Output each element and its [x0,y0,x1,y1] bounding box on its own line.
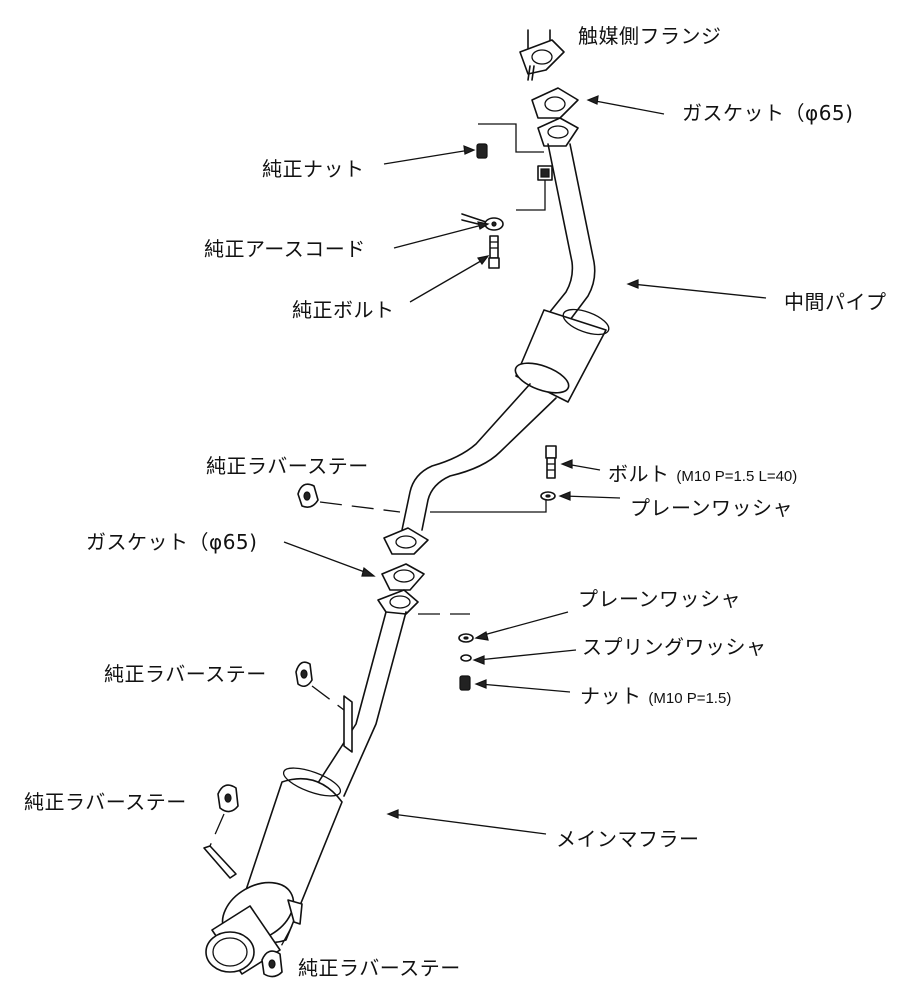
leader-lines [283,95,767,835]
rubber-stay-2 [295,661,345,711]
rear-flange [377,589,470,615]
oem-bracket [478,123,553,211]
gasket-mid-label: ガスケット（φ65) [86,530,258,554]
nut-spec: (M10 P=1.5) [648,690,732,707]
oem-bolt-part [488,235,500,269]
mid-flange [383,527,429,555]
plain-washer-2-label: プレーンワッシャ [578,587,741,611]
oem-nut-part [476,143,488,159]
catalyst-flange [519,29,565,81]
rubber-stay-3-label: 純正ラバーステー [24,790,187,814]
catalyst-flange-label: 触媒側フランジ [578,24,722,48]
gasket-top-label: ガスケット（φ65) [682,101,854,125]
oem-ground-cord-label: 純正アースコード [204,237,366,261]
oem-bolt-label: 純正ボルト [292,298,395,322]
nut-label: ナット (M10 P=1.5) [580,684,731,711]
nut-label-name: ナット [580,684,642,708]
rear-pipe [315,611,407,797]
gasket-mid [381,563,425,591]
rubber-stay-4-label: 純正ラバーステー [298,956,461,980]
spring-washer-part [460,654,472,662]
bolt-part [545,445,557,479]
bolt-label-name: ボルト [608,462,670,486]
bolt-spec: (M10 P=1.5 L=40) [676,468,798,485]
rubber-stay-1 [297,483,401,513]
main-muffler-label: メインマフラー [556,827,700,851]
plain-washer-1-label: プレーンワッシャ [630,496,793,520]
nut-part [459,675,471,691]
spring-washer-label: スプリングワッシャ [582,635,767,659]
plain-washer-1-part [430,491,556,513]
rubber-stay-2-label: 純正ラバーステー [104,662,267,686]
oem-nut-label: 純正ナット [262,157,365,181]
center-pipe-label: 中間パイプ [784,290,887,314]
plain-washer-2-part [458,633,474,643]
rubber-stay-4 [261,899,303,978]
gasket-top [531,87,579,119]
bolt-label: ボルト (M10 P=1.5 L=40) [608,462,797,489]
rubber-stay-1-label: 純正ラバーステー [206,454,369,478]
center-pipe [401,117,610,531]
rubber-stay-3 [203,784,239,879]
